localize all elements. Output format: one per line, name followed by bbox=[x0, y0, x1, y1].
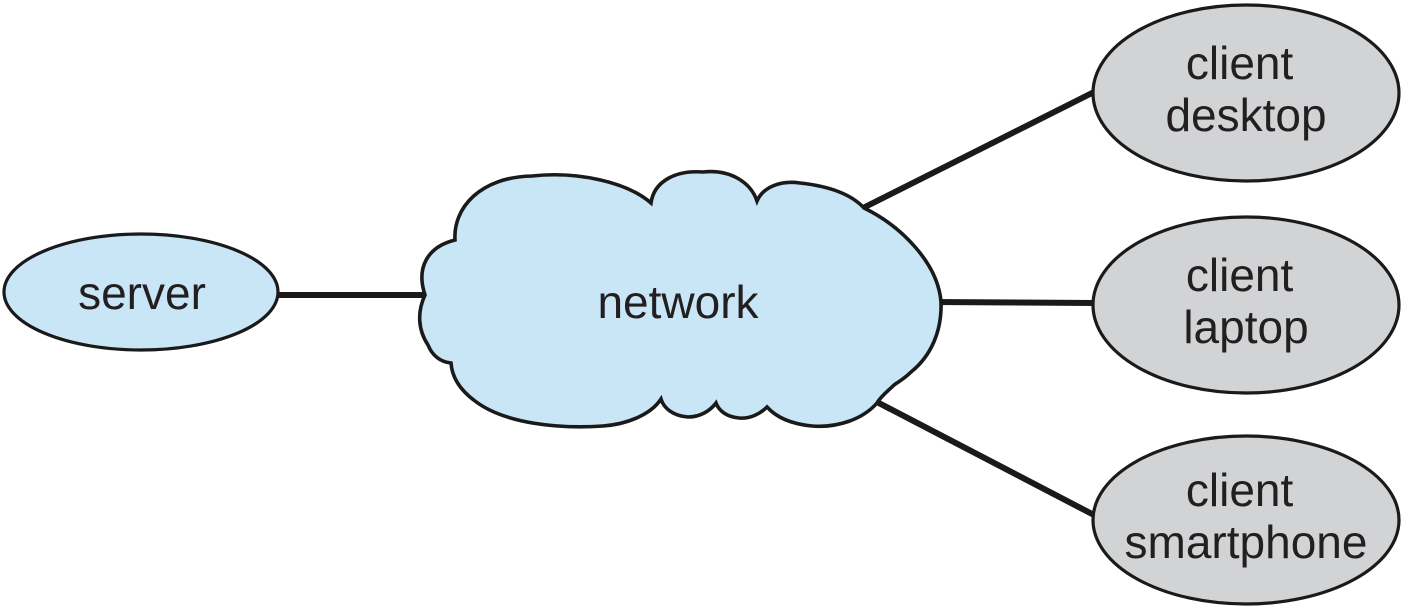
client-desktop-ellipse bbox=[1091, 3, 1401, 183]
client-laptop-label: client laptop bbox=[1183, 249, 1308, 353]
server-label: server bbox=[78, 267, 206, 319]
node-server: server bbox=[2, 232, 280, 352]
node-client-smartphone: client smartphone bbox=[1091, 434, 1401, 606]
client-laptop-label-line2: laptop bbox=[1183, 301, 1308, 353]
client-smartphone-label-line1: client bbox=[1186, 464, 1294, 516]
node-network: network bbox=[417, 169, 943, 429]
node-client-laptop: client laptop bbox=[1091, 215, 1401, 395]
client-laptop-ellipse bbox=[1091, 215, 1401, 395]
network-label: network bbox=[597, 276, 759, 328]
client-laptop-label-line1: client bbox=[1186, 249, 1294, 301]
edge-network-client-desktop bbox=[861, 88, 1098, 211]
client-desktop-label: client desktop bbox=[1165, 37, 1326, 141]
server-ellipse bbox=[2, 232, 280, 352]
edge-network-client-smartphone bbox=[873, 398, 1096, 518]
client-desktop-label-line1: client bbox=[1186, 37, 1294, 89]
client-desktop-label-line2: desktop bbox=[1165, 89, 1326, 141]
client-smartphone-label-line2: smartphone bbox=[1125, 516, 1368, 568]
client-smartphone-ellipse bbox=[1091, 434, 1401, 606]
client-smartphone-label: client smartphone bbox=[1125, 464, 1368, 568]
network-cloud bbox=[417, 169, 943, 429]
edge-network-client-laptop bbox=[931, 299, 1096, 306]
node-client-desktop: client desktop bbox=[1091, 3, 1401, 183]
